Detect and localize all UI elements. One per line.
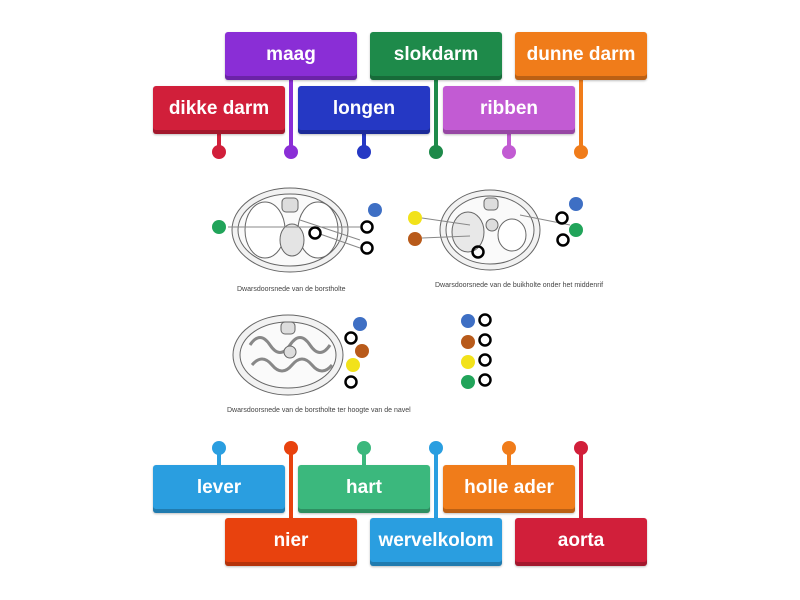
dot-blue — [353, 317, 367, 331]
tile-hart[interactable]: hart — [298, 465, 430, 513]
drop-target[interactable] — [308, 226, 322, 240]
holle-ader-pin — [502, 441, 516, 455]
longen-pin — [357, 145, 371, 159]
drop-target[interactable] — [360, 241, 374, 255]
wervelkolom-pin — [429, 441, 443, 455]
tile-lever[interactable]: lever — [153, 465, 285, 513]
key-dot-brown — [461, 335, 475, 349]
dot-brown — [355, 344, 369, 358]
hart-stem — [362, 450, 366, 468]
slokdarm-pin — [429, 145, 443, 159]
tile-dunne-darm[interactable]: dunne darm — [515, 32, 647, 80]
tile-aorta[interactable]: aorta — [515, 518, 647, 566]
drop-target[interactable] — [555, 211, 569, 225]
dot-yellow — [346, 358, 360, 372]
longen-stem — [362, 132, 366, 150]
abdomen-cross-section — [421, 189, 571, 271]
drop-target[interactable] — [478, 353, 492, 367]
dikke-darm-stem — [217, 132, 221, 150]
chest-cross-section — [228, 187, 361, 273]
tile-dikke-darm[interactable]: dikke darm — [153, 86, 285, 134]
dot-green — [569, 223, 583, 237]
aorta-stem — [579, 450, 583, 522]
nier-pin — [284, 441, 298, 455]
key-dot-blue — [461, 314, 475, 328]
tile-wervelkolom[interactable]: wervelkolom — [370, 518, 502, 566]
dunne-darm-pin — [574, 145, 588, 159]
lever-pin — [212, 441, 226, 455]
dunne-darm-stem — [579, 80, 583, 150]
dikke-darm-pin — [212, 145, 226, 159]
dot-yellow — [408, 211, 422, 225]
tile-maag[interactable]: maag — [225, 32, 357, 80]
drop-target[interactable] — [471, 245, 485, 259]
slokdarm-stem — [434, 80, 438, 150]
color-dot-key — [461, 313, 492, 389]
dot-brown — [408, 232, 422, 246]
drop-target[interactable] — [556, 233, 570, 247]
chest-caption: Dwarsdoorsnede van de borstholte — [237, 286, 346, 293]
drop-target[interactable] — [344, 375, 358, 389]
ribben-stem — [507, 132, 511, 150]
tile-longen[interactable]: longen — [298, 86, 430, 134]
hart-pin — [357, 441, 371, 455]
abdomen-caption: Dwarsdoorsnede van de buikholte onder he… — [435, 282, 603, 289]
ribben-pin — [502, 145, 516, 159]
maag-stem — [289, 80, 293, 150]
navel-caption: Dwarsdoorsnede van de borstholte ter hoo… — [227, 407, 411, 414]
drop-target[interactable] — [478, 333, 492, 347]
wervelkolom-stem — [434, 450, 438, 522]
holle-ader-stem — [507, 450, 511, 468]
key-dot-yellow — [461, 355, 475, 369]
dot-green — [212, 220, 226, 234]
tile-ribben[interactable]: ribben — [443, 86, 575, 134]
key-dot-green — [461, 375, 475, 389]
drop-target[interactable] — [478, 313, 492, 327]
tile-slokdarm[interactable]: slokdarm — [370, 32, 502, 80]
drop-target[interactable] — [478, 373, 492, 387]
dot-blue — [569, 197, 583, 211]
aorta-pin — [574, 441, 588, 455]
lever-stem — [217, 450, 221, 468]
maag-pin — [284, 145, 298, 159]
tile-nier[interactable]: nier — [225, 518, 357, 566]
drop-target[interactable] — [344, 331, 358, 345]
dot-blue — [368, 203, 382, 217]
drop-target[interactable] — [360, 220, 374, 234]
tile-holle-ader[interactable]: holle ader — [443, 465, 575, 513]
navel-cross-section — [232, 314, 344, 396]
nier-stem — [289, 450, 293, 522]
abdomen-caption-text: Dwarsdoorsnede van de buikholte onder he… — [435, 282, 603, 289]
